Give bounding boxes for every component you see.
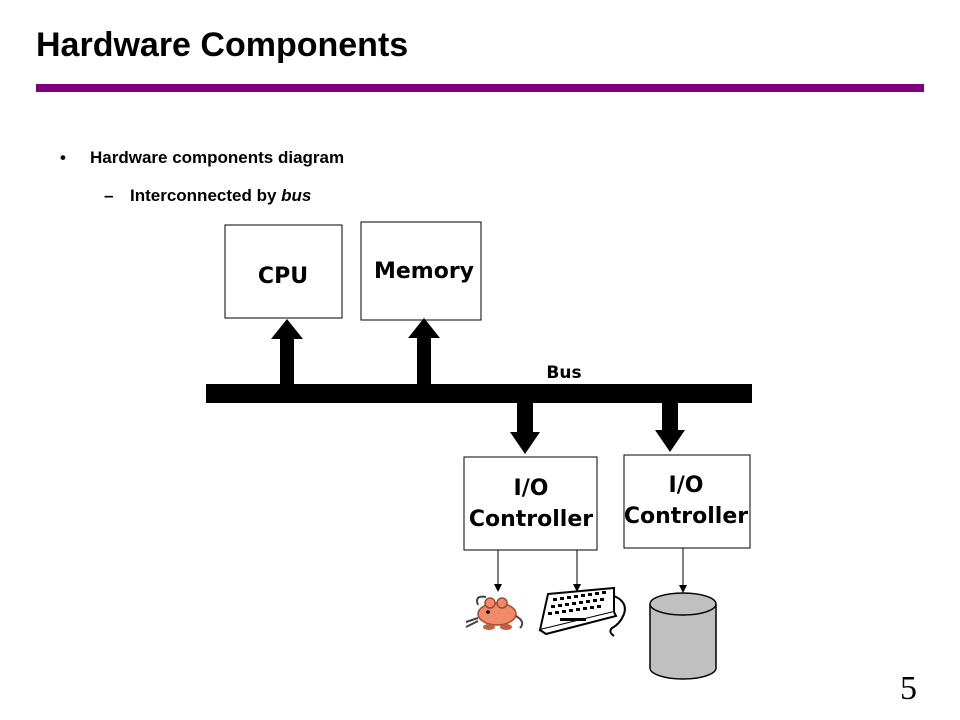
- cpu-label: CPU: [258, 264, 308, 289]
- device-connectors: [494, 548, 687, 593]
- disk-icon: [649, 592, 717, 680]
- bullet-mark: •: [60, 148, 66, 167]
- sub-bullet-text: Interconnected by bus: [130, 186, 311, 206]
- keyboard-icon: [538, 586, 626, 637]
- io2-label-line1: I/O: [669, 473, 704, 498]
- cpu-box: CPU: [224, 224, 343, 319]
- sub-bullet-prefix: Interconnected by: [130, 186, 282, 205]
- io2-bus-arrow: [655, 402, 685, 452]
- sub-bullet-mark: –: [104, 186, 114, 205]
- io1-bus-arrow: [510, 402, 540, 454]
- memory-box: Memory: [360, 221, 482, 321]
- memory-label: Memory: [374, 259, 474, 284]
- io1-label-line1: I/O: [514, 476, 549, 501]
- bus-label: Bus: [546, 363, 581, 383]
- slide-number: 5: [900, 670, 917, 707]
- mouse-icon: [465, 595, 524, 630]
- bullet-text: Hardware components diagram: [90, 148, 345, 167]
- io1-label-line2: Controller: [469, 507, 593, 532]
- io-controller-1: I/O Controller: [463, 456, 598, 551]
- sub-bullet-emphasis: bus: [281, 186, 312, 205]
- io-controller-2: I/O Controller: [623, 454, 751, 549]
- bus-line: [206, 384, 752, 403]
- io2-label-line2: Controller: [624, 504, 748, 529]
- slide-title: Hardware Components: [36, 26, 409, 64]
- memory-bus-arrow: [408, 318, 440, 386]
- cpu-bus-arrow: [271, 319, 303, 386]
- title-rule: [36, 84, 924, 92]
